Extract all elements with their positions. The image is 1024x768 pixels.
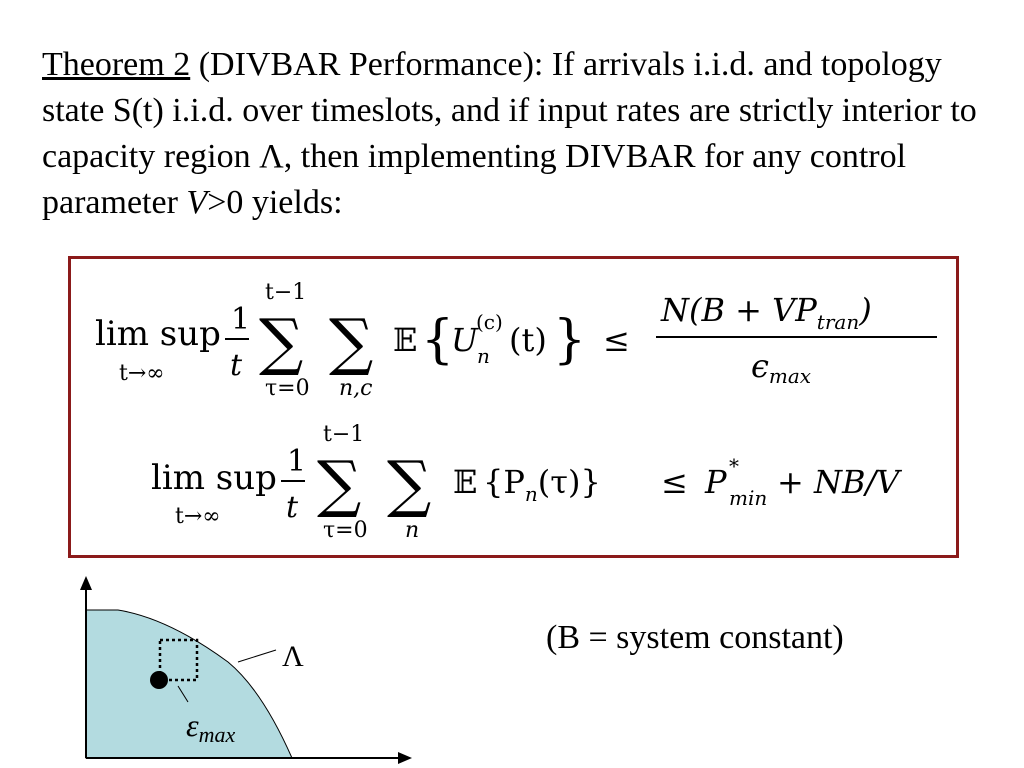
eq2-fraction-denominator: t (286, 490, 299, 525)
equation-1: lim sup t→∞ 1 t t−1 ∑ τ=0 ∑ n,c 𝔼 { U n … (95, 280, 937, 401)
eq2-rhs-rest: + NB/V (777, 463, 902, 501)
eq2-sum1-upper: t−1 (323, 422, 364, 447)
eq2-rhs-pmin: P (704, 463, 727, 501)
eq1-sum1-upper: t−1 (265, 280, 306, 305)
epsilon-pointer-line (177, 685, 189, 703)
eq1-left-brace: { (421, 310, 454, 370)
equation-2: lim sup t→∞ 1 t t−1 ∑ τ=0 ∑ n 𝔼 {Pn(τ)} … (151, 422, 902, 543)
eq2-sum1-lower: τ=0 (323, 518, 368, 543)
equations-box: lim sup t→∞ 1 t t−1 ∑ τ=0 ∑ n,c 𝔼 { U n … (68, 256, 959, 558)
eq2-expectation: 𝔼 (453, 463, 477, 501)
lambda-pointer-line (237, 649, 277, 663)
eq1-variable-u: U (451, 321, 479, 359)
eq2-body: {Pn(τ)} (483, 463, 601, 506)
theorem-label: Theorem 2 (42, 46, 191, 83)
eq2-rhs-superscript: * (729, 454, 739, 478)
eq2-rhs-subscript: min (729, 486, 767, 510)
eq1-limsup: lim sup (95, 314, 221, 354)
eq1-rhs-denominator: ϵmax (751, 347, 811, 388)
y-axis-arrow (80, 576, 92, 590)
eq1-u-superscript: (c) (476, 310, 503, 334)
eq2-limit-subscript: t→∞ (175, 504, 221, 529)
eq2-sum2-lower: n (405, 518, 419, 543)
theorem-text-part1: (DIVBAR Performance): If arrivals i.i.d.… (42, 46, 977, 221)
theorem-statement: Theorem 2 (DIVBAR Performance): If arriv… (42, 42, 1002, 226)
eq1-right-brace: } (553, 310, 586, 370)
eq1-sum1-lower: τ=0 (265, 376, 310, 401)
lambda-label: Λ (282, 640, 304, 673)
eq1-sum2-symbol: ∑ (329, 305, 373, 378)
system-constant-note: (B = system constant) (546, 619, 844, 656)
theorem-param: V (186, 184, 208, 221)
eq1-sum1-symbol: ∑ (259, 305, 303, 378)
eq1-leq: ≤ (603, 321, 630, 359)
eq1-fraction-denominator: t (230, 348, 243, 383)
eq2-sum2-symbol: ∑ (387, 447, 431, 520)
eq2-sum1-symbol: ∑ (317, 447, 361, 520)
eq2-fraction-numerator: 1 (287, 444, 306, 479)
eq1-sum2-lower: n,c (339, 376, 372, 401)
eq1-u-subscript: n (477, 344, 490, 368)
epsilon-max-label: εmax (186, 707, 235, 747)
capacity-region-diagram: Λ εmax (80, 576, 412, 764)
equations-svg: lim sup t→∞ 1 t t−1 ∑ τ=0 ∑ n,c 𝔼 { U n … (95, 280, 937, 543)
eq1-expectation: 𝔼 (393, 321, 417, 359)
capacity-region-shape (85, 609, 293, 759)
eq1-limit-subscript: t→∞ (119, 361, 165, 386)
rate-point (150, 671, 168, 689)
epsilon-max-box (158, 638, 199, 682)
eq1-rhs-numerator: N(B + VPtran) (660, 291, 872, 334)
eq2-limsup: lim sup (151, 458, 277, 498)
eq2-leq: ≤ (661, 463, 688, 501)
theorem-text-part2: >0 yields: (207, 184, 343, 221)
eq1-argument: (t) (509, 321, 547, 359)
x-axis-arrow (398, 752, 412, 764)
eq1-fraction-numerator: 1 (231, 302, 250, 337)
